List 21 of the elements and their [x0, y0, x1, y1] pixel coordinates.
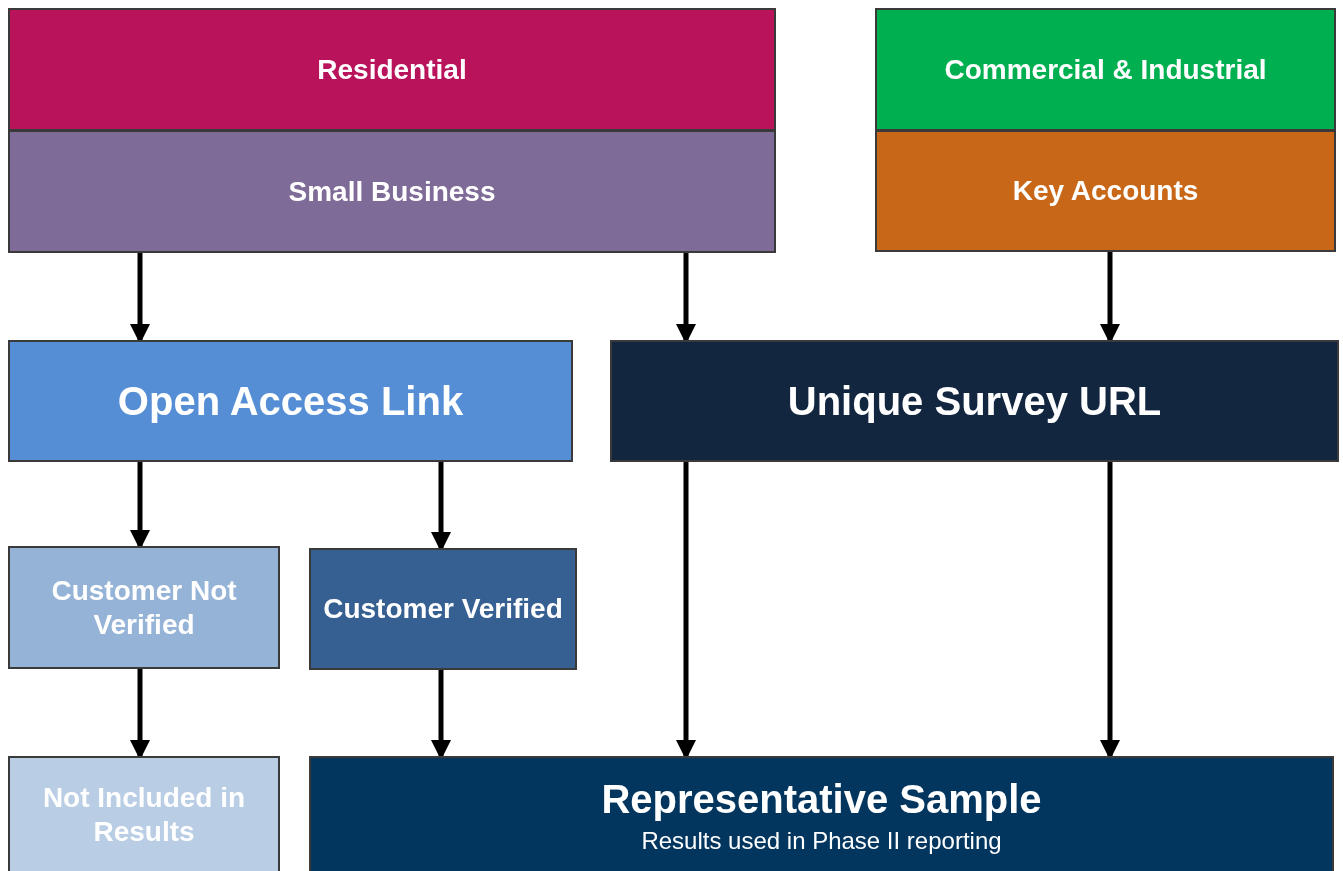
box-title: Not Included in Results: [41, 781, 247, 849]
status-box: [8, 546, 280, 669]
box-title: Representative Sample: [601, 775, 1042, 823]
box-title: Unique Survey URL: [787, 378, 1162, 425]
box-title: Key Accounts: [1012, 174, 1199, 208]
box-title: Customer Not Verified: [50, 573, 238, 642]
box-title: Small Business: [288, 174, 496, 209]
status-box: [309, 548, 577, 670]
outcome-box: [8, 756, 280, 871]
segment-box: [8, 130, 776, 253]
box-title: Customer Verified: [323, 592, 563, 626]
outcome-box: [309, 756, 1334, 871]
segment-box: [8, 8, 776, 131]
process-box: [8, 340, 573, 462]
segment-box: [875, 8, 1336, 131]
box-title: Residential: [317, 52, 467, 87]
box-subtitle: Results used in Phase II reporting: [641, 826, 1002, 856]
box-title: Open Access Link: [117, 378, 464, 425]
segment-box: [875, 130, 1336, 252]
box-title: Commercial & Industrial: [944, 52, 1267, 87]
process-box: [610, 340, 1339, 462]
